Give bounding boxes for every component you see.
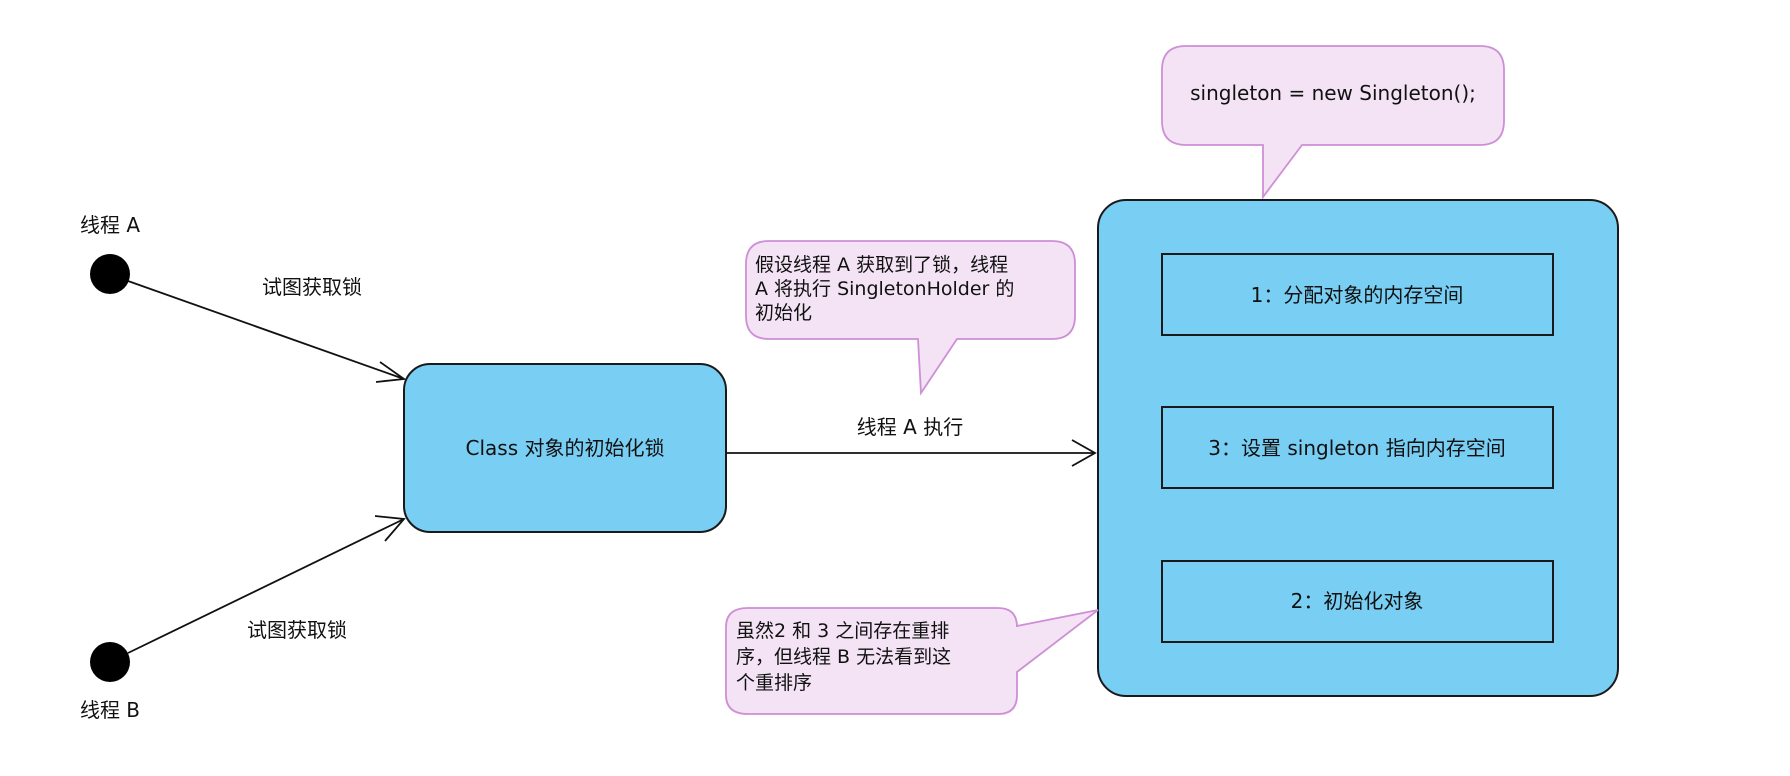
edge-thread-a-arrowhead bbox=[375, 361, 407, 383]
edge-label-thread-b: 试图获取锁 bbox=[247, 618, 347, 642]
edge-lock-to-init-arrowhead bbox=[1071, 439, 1097, 467]
edge-thread-b-to-lock bbox=[127, 518, 405, 654]
init-step-box bbox=[1161, 406, 1554, 489]
thread-a-note-line: 初始化 bbox=[755, 302, 812, 324]
init-step-box bbox=[1161, 560, 1554, 643]
thread-b-start-node bbox=[90, 642, 130, 682]
init-step-label: 2：初始化对象 bbox=[1291, 589, 1424, 613]
init-step-box bbox=[1161, 253, 1554, 336]
init-group-node bbox=[1097, 199, 1619, 697]
reorder-note-line: 个重排序 bbox=[736, 672, 812, 694]
edge-label-thread-a: 试图获取锁 bbox=[262, 275, 362, 299]
thread-a-start-node bbox=[90, 254, 130, 294]
reorder-note-text: 虽然2 和 3 之间存在重排 序，但线程 B 无法看到这 个重排序 bbox=[736, 620, 957, 694]
lock-node bbox=[403, 363, 727, 533]
edge-label-thread-a-executes: 线程 A 执行 bbox=[857, 415, 963, 439]
thread-a-label: 线程 A bbox=[80, 213, 140, 237]
reorder-note-line: 虽然2 和 3 之间存在重排 bbox=[736, 620, 949, 642]
edges bbox=[127, 280, 1097, 654]
code-note bbox=[1161, 45, 1505, 200]
init-step-label: 1：分配对象的内存空间 bbox=[1251, 283, 1464, 307]
lock-node-label: Class 对象的初始化锁 bbox=[466, 436, 665, 460]
edge-thread-b-arrowhead bbox=[374, 515, 406, 542]
thread-a-note-text: 假设线程 A 获取到了锁，线程 A 将执行 SingletonHolder 的 … bbox=[755, 254, 1020, 324]
thread-a-note bbox=[745, 240, 1076, 396]
thread-a-note-line: A 将执行 SingletonHolder 的 bbox=[755, 278, 1014, 300]
reorder-note bbox=[725, 607, 1099, 715]
edge-thread-a-to-lock bbox=[127, 280, 405, 380]
reorder-note-line: 序，但线程 B 无法看到这 bbox=[736, 646, 951, 668]
init-step-label: 3：设置 singleton 指向内存空间 bbox=[1208, 436, 1505, 460]
code-note-text: singleton = new Singleton(); bbox=[1190, 81, 1476, 105]
thread-b-label: 线程 B bbox=[80, 698, 140, 722]
thread-a-note-line: 假设线程 A 获取到了锁，线程 bbox=[755, 254, 1008, 276]
